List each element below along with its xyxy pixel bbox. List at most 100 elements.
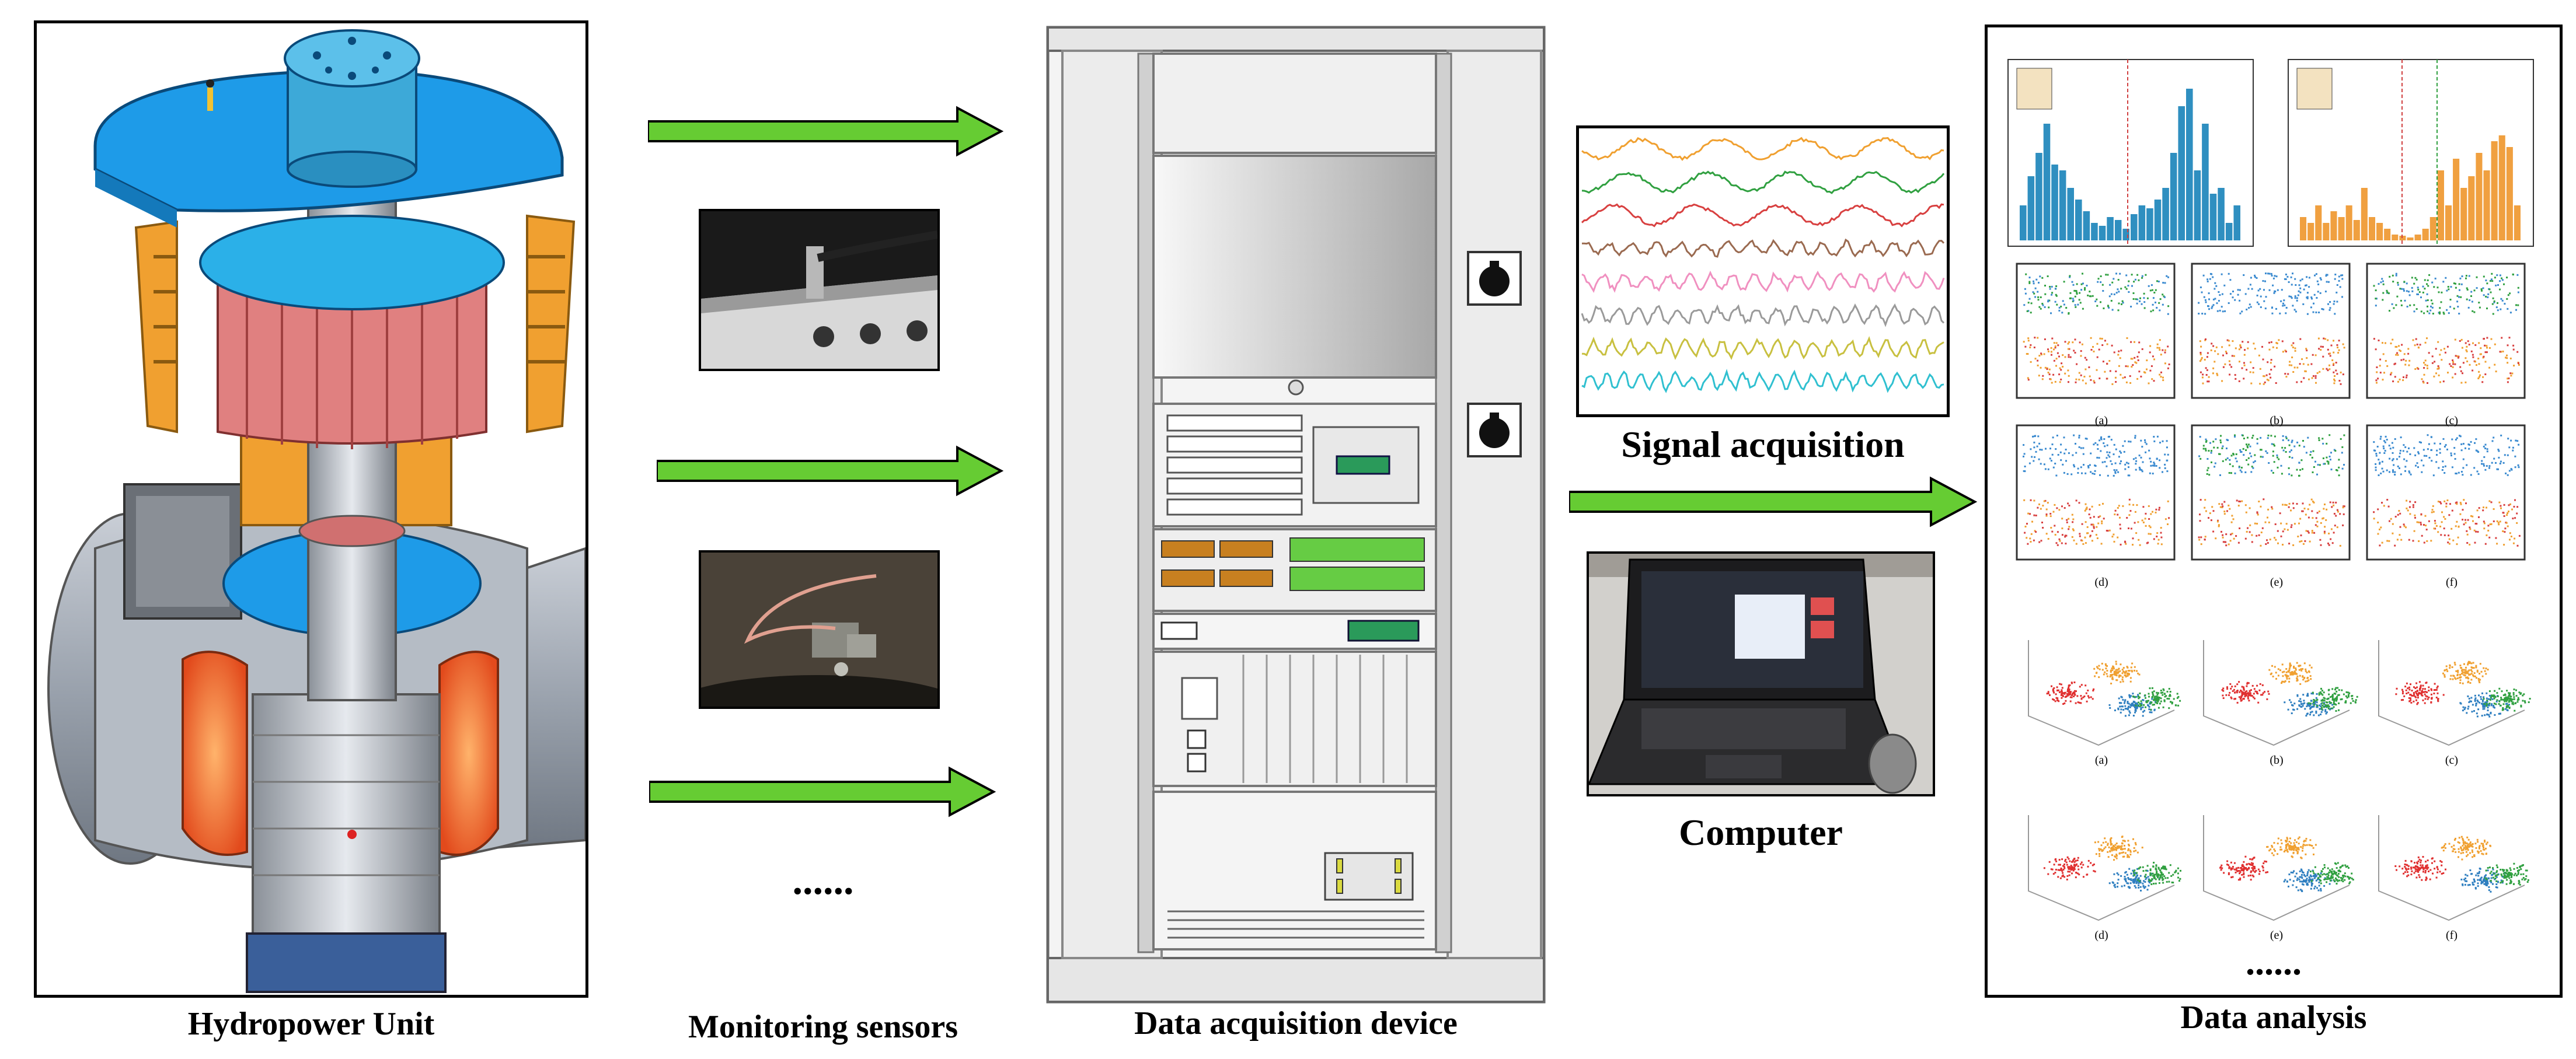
cluster-point [2122,698,2124,701]
scatter-point [2314,460,2316,463]
cluster-point [2322,868,2324,870]
scatter-point [2298,284,2300,286]
cluster-point [2067,866,2069,868]
scatter-point [2275,307,2277,310]
scatter-point [2302,510,2304,512]
cluster-point [2472,882,2474,884]
cluster-point [2177,867,2179,869]
scatter-point [2408,470,2410,473]
cluster-point [2295,841,2298,843]
scatter-point [2427,434,2429,436]
cluster-point [2525,878,2527,880]
cluster-point [2495,876,2498,878]
cluster-point [2502,698,2505,701]
cluster-point [2261,684,2264,686]
cluster-point [2158,879,2160,880]
scatter-point [2443,446,2446,448]
scatter-point [2499,280,2501,282]
scatter-point [2373,441,2375,443]
cluster-point [2123,702,2125,704]
cluster-point [2414,862,2415,864]
cluster-point [2313,714,2315,717]
scatter-point [2060,369,2062,371]
scatter-point [2202,382,2204,385]
scatter-point [2048,373,2051,376]
scatter-point [2101,520,2103,522]
waveform-cyan [1581,369,1944,393]
cluster-point [2258,689,2261,691]
scatter-point [2041,378,2044,380]
cluster-point [2420,861,2422,864]
cluster-point [2110,839,2111,841]
cluster-point [2121,885,2123,887]
cluster-point [2477,852,2480,854]
cluster-point [2238,870,2240,872]
cluster-point [2156,695,2158,698]
cluster-point [2351,698,2354,700]
scatter-point [2267,508,2270,511]
scatter-point [2288,295,2291,298]
scatter-point [2042,505,2044,507]
scatter-point [2258,501,2260,502]
scatter-point [2333,364,2334,366]
scatter-point [2227,439,2229,441]
scatter-point [2505,522,2508,524]
cluster-point [2491,698,2494,700]
cluster-point [2148,879,2150,882]
cluster-point [2078,701,2080,704]
scatter-point [2432,474,2435,477]
scatter-point [2239,527,2241,529]
cluster-point [2450,845,2453,848]
scatter-point [2205,338,2206,340]
scatter-point [2472,515,2474,518]
scatter-point [2386,439,2388,441]
scatter-point [2121,303,2122,305]
scatter-point [2059,540,2061,542]
scatter-point [2299,363,2301,365]
cluster-point [2336,695,2338,698]
cluster-point [2259,683,2261,685]
cluster-point [2470,845,2473,847]
scatter-point [2448,543,2450,545]
scatter-point [2477,473,2480,475]
cluster-point [2065,861,2068,864]
scatter-point [2435,525,2438,527]
scatter-point [2200,536,2202,539]
scatter-point [2440,349,2442,351]
scatter-point [2492,313,2494,315]
scatter-point [2249,507,2251,509]
cluster-point [2228,866,2230,868]
cluster-point [2467,677,2469,679]
cluster-point [2312,705,2314,708]
cluster-point [2253,866,2256,868]
cluster-point [2480,850,2482,852]
scatter-point [2056,352,2059,354]
scatter-point [2463,499,2465,501]
scatter-point [2426,293,2428,295]
scatter-point [2391,303,2393,305]
cluster-point [2120,848,2122,850]
cluster-point [2473,667,2475,669]
scatter-point [2472,356,2474,358]
scatter-point [2339,544,2341,547]
scatter-point [2089,516,2092,519]
scatter-point [2233,537,2235,540]
scatter-point [2337,347,2339,348]
cluster-point [2163,875,2166,878]
scatter-point [2054,288,2056,290]
cluster-point [2253,697,2256,700]
cluster-point [2481,675,2484,677]
cluster-point [2080,702,2082,704]
scatter-point [2132,504,2135,506]
scatter-point [2128,474,2131,477]
scatter-point [2342,506,2344,509]
scatter-point [2089,536,2091,538]
scatter-point [2471,300,2473,303]
cluster-point [2327,867,2329,869]
cluster-point [2098,665,2100,667]
cluster-point [2309,707,2312,709]
cluster-point [2105,667,2107,670]
cluster-point [2482,843,2484,845]
cluster-point [2047,873,2049,875]
cluster-point [2110,837,2113,839]
